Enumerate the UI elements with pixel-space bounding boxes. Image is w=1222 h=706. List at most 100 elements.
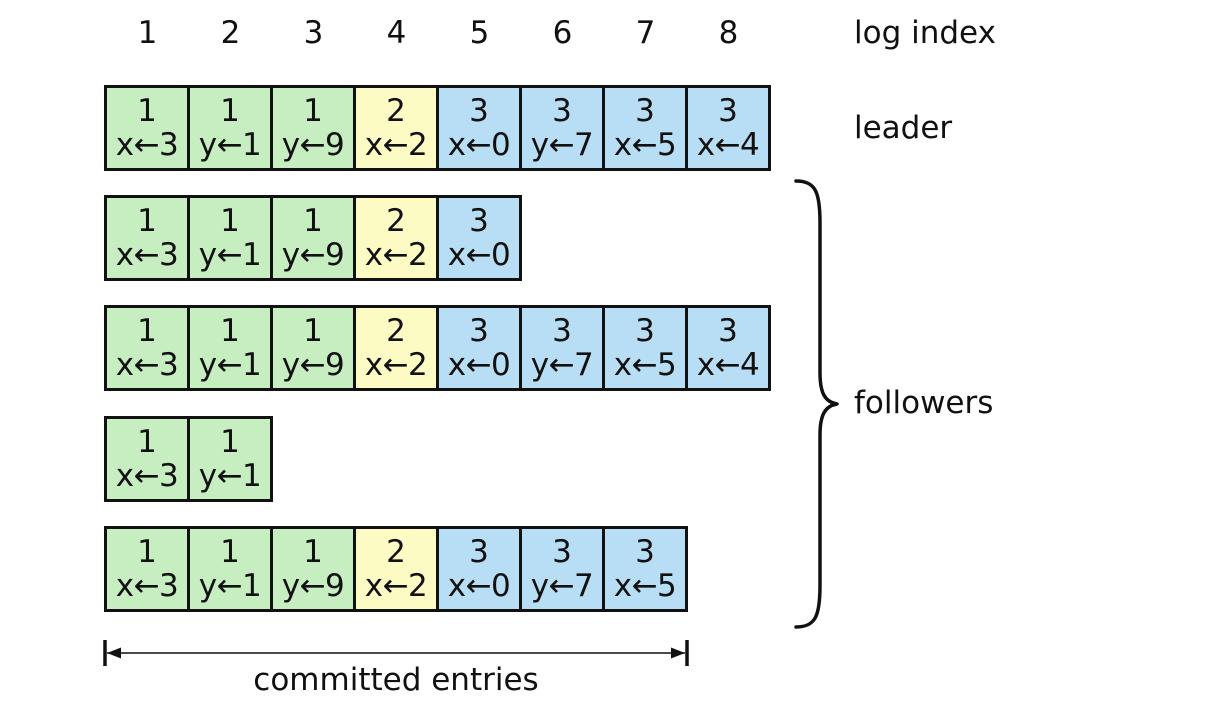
entry-command: x←2 — [364, 127, 428, 163]
entry-term: 3 — [718, 93, 738, 129]
entry-command: y←9 — [281, 568, 345, 604]
entry-command: y←7 — [530, 568, 594, 604]
entry-command: y←7 — [530, 127, 594, 163]
entry-term: 2 — [386, 93, 406, 129]
entry-command: x←3 — [115, 347, 179, 383]
entry-command: x←0 — [447, 127, 511, 163]
log-index-3: 3 — [303, 15, 324, 51]
log-index-2: 2 — [220, 15, 241, 51]
log-index-4: 4 — [386, 15, 407, 51]
entry-command: y←1 — [198, 237, 262, 273]
entry-term: 1 — [303, 313, 323, 349]
entry-term: 1 — [220, 424, 240, 460]
entry-command: x←3 — [115, 127, 179, 163]
log-index-1: 1 — [137, 15, 158, 51]
entry-term: 3 — [552, 534, 572, 570]
entry-command: x←3 — [115, 237, 179, 273]
entry-command: x←2 — [364, 347, 428, 383]
entry-command: y←7 — [530, 347, 594, 383]
entry-command: x←2 — [364, 568, 428, 604]
log-index-label: log index — [854, 15, 996, 51]
entry-command: x←2 — [364, 237, 428, 273]
entry-term: 3 — [469, 534, 489, 570]
entry-term: 2 — [386, 203, 406, 239]
entry-term: 3 — [469, 313, 489, 349]
log-index-7: 7 — [635, 15, 656, 51]
entry-term: 1 — [137, 313, 157, 349]
entry-command: x←3 — [115, 458, 179, 494]
entry-command: x←0 — [447, 237, 511, 273]
entry-term: 1 — [137, 203, 157, 239]
entry-term: 1 — [303, 93, 323, 129]
entry-term: 3 — [469, 93, 489, 129]
log-index-6: 6 — [552, 15, 573, 51]
entry-term: 2 — [386, 534, 406, 570]
entry-command: y←9 — [281, 127, 345, 163]
entry-term: 3 — [635, 93, 655, 129]
entry-term: 1 — [220, 203, 240, 239]
leader-label: leader — [854, 110, 953, 146]
entry-command: x←0 — [447, 568, 511, 604]
entry-command: y←1 — [198, 127, 262, 163]
entry-command: x←0 — [447, 347, 511, 383]
log-index-5: 5 — [469, 15, 490, 51]
entry-term: 3 — [552, 93, 572, 129]
entry-command: x←5 — [613, 347, 677, 383]
entry-command: y←9 — [281, 347, 345, 383]
committed-entries-label: committed entries — [253, 662, 539, 698]
entry-term: 1 — [303, 534, 323, 570]
entry-term: 1 — [220, 534, 240, 570]
entry-command: x←4 — [696, 127, 760, 163]
entry-term: 3 — [635, 534, 655, 570]
entry-command: y←9 — [281, 237, 345, 273]
entry-term: 1 — [137, 93, 157, 129]
entry-command: x←4 — [696, 347, 760, 383]
entry-term: 1 — [137, 424, 157, 460]
entry-command: y←1 — [198, 458, 262, 494]
entry-term: 1 — [303, 203, 323, 239]
followers-brace — [794, 179, 839, 629]
log-index-8: 8 — [718, 15, 739, 51]
entry-command: x←3 — [115, 568, 179, 604]
entry-command: y←1 — [198, 347, 262, 383]
entry-term: 3 — [718, 313, 738, 349]
followers-label: followers — [854, 385, 994, 421]
entry-term: 1 — [220, 313, 240, 349]
entry-command: x←5 — [613, 568, 677, 604]
entry-term: 1 — [137, 534, 157, 570]
entry-command: x←5 — [613, 127, 677, 163]
